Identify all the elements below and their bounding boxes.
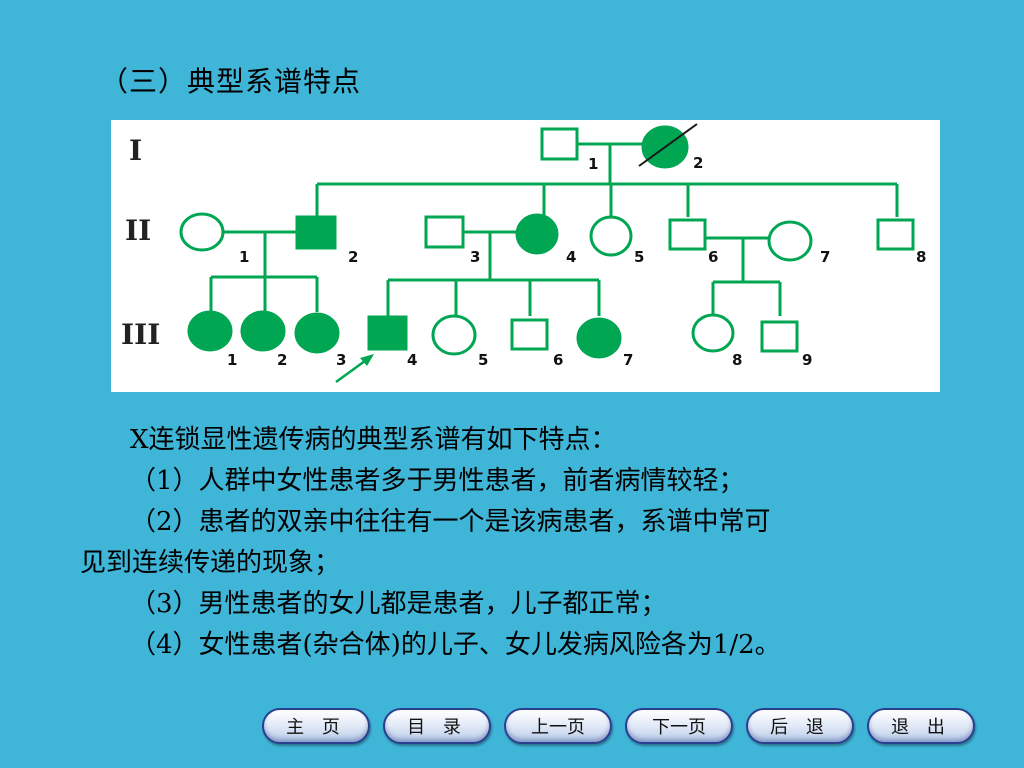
individual-II-7: [767, 220, 813, 262]
exit-button[interactable]: 退 出: [867, 708, 975, 744]
point-1: （1）人群中女性患者多于男性患者，前者病情较轻；: [130, 466, 745, 496]
individual-II-4: [515, 213, 559, 255]
point-2-line-1: （2）患者的双亲中往往有一个是该病患者，系谱中常可: [130, 507, 771, 537]
next-page-button[interactable]: 下一页: [625, 708, 733, 744]
individual-III-9: [760, 320, 799, 353]
individual-II-8: [876, 218, 915, 251]
number-III-5: 5: [478, 351, 488, 369]
number-II-7: 7: [820, 248, 830, 266]
generation-label-II: II: [125, 214, 151, 247]
number-I-2: 2: [693, 154, 703, 172]
home-button[interactable]: 主 页: [262, 708, 370, 744]
number-II-6: 6: [708, 248, 718, 266]
individual-numbers: 1 2 1 2 3 4 5 6 7 8 1 2 3 4 5 6 7 8 9: [227, 154, 926, 369]
point-2-line-2: 见到连续传递的现象；: [80, 548, 341, 578]
number-II-8: 8: [916, 248, 926, 266]
individual-III-8: [691, 313, 735, 353]
individual-III-5: [431, 314, 477, 356]
number-III-9: 9: [802, 351, 812, 369]
point-3: （3）男性患者的女儿都是患者，儿子都正常；: [130, 589, 667, 619]
individual-II-6: [668, 218, 707, 251]
number-III-6: 6: [553, 351, 563, 369]
deceased-mark: [638, 123, 698, 167]
point-4: （4）女性患者(杂合体)的儿子、女儿发病风险各为1/2。: [130, 630, 781, 660]
individual-III-1: [187, 310, 233, 352]
intro-line: X连锁显性遗传病的典型系谱有如下特点：: [130, 425, 617, 455]
number-II-4: 4: [566, 248, 576, 266]
number-I-1: 1: [588, 155, 598, 173]
previous-page-button[interactable]: 上一页: [504, 708, 612, 744]
proband-arrow: [335, 354, 374, 384]
individual-III-2: [240, 310, 286, 352]
individual-III-3: [294, 312, 340, 354]
number-III-8: 8: [732, 351, 742, 369]
individual-II-2: [295, 215, 337, 250]
number-III-4: 4: [407, 351, 417, 369]
number-II-2: 2: [348, 248, 358, 266]
generation-label-III: III: [121, 318, 160, 351]
individual-III-4: [367, 315, 408, 351]
number-II-3: 3: [470, 248, 480, 266]
contents-button[interactable]: 目 录: [383, 708, 491, 744]
navigation-bar: 主 页 目 录 上一页 下一页 后 退 退 出: [262, 708, 975, 744]
individual-III-6: [510, 318, 549, 351]
pedigree-svg: I II III: [121, 123, 926, 384]
number-II-1: 1: [239, 248, 249, 266]
number-III-2: 2: [277, 351, 287, 369]
number-III-7: 7: [623, 351, 633, 369]
number-III-3: 3: [336, 351, 346, 369]
number-III-1: 1: [227, 351, 237, 369]
back-button[interactable]: 后 退: [746, 708, 854, 744]
number-II-5: 5: [634, 248, 644, 266]
generation-label-I: I: [129, 134, 142, 167]
slide-title: （三）典型系谱特点: [100, 65, 362, 98]
individual-II-1: [179, 212, 225, 252]
individual-I-1: [540, 127, 579, 161]
pedigree-lines: [209, 142, 899, 316]
characteristics-text: X连锁显性遗传病的典型系谱有如下特点： （1）人群中女性患者多于男性患者，前者病…: [80, 420, 960, 666]
individual-III-7: [576, 317, 622, 359]
individual-II-3: [424, 215, 465, 249]
pedigree-diagram: I II III: [111, 120, 940, 392]
individual-II-5: [589, 215, 633, 257]
